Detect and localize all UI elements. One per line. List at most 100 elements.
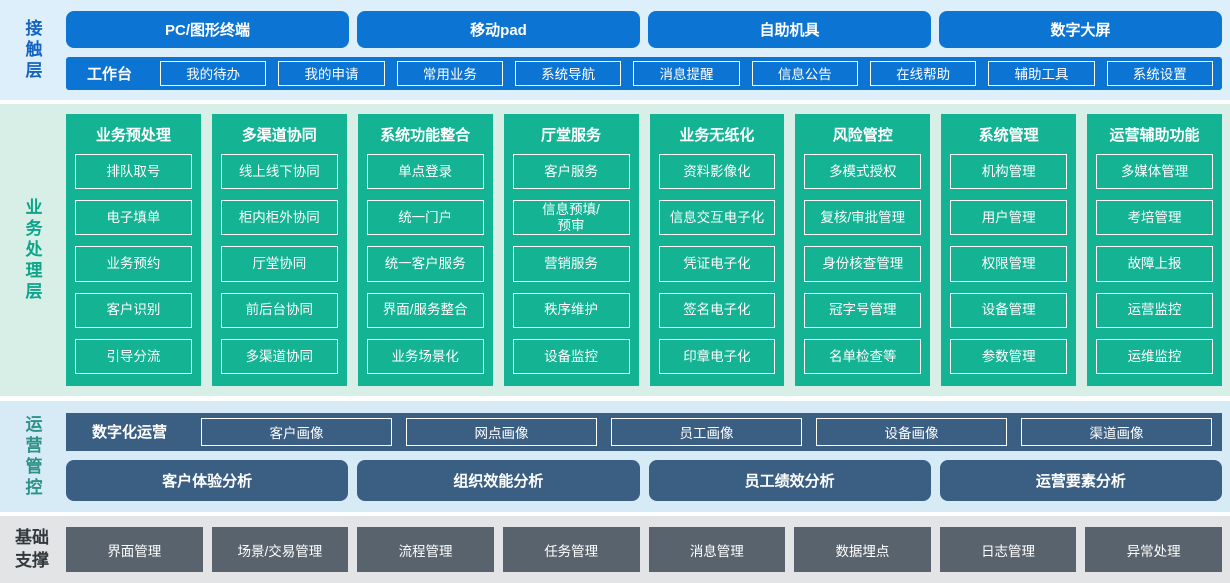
process-item: 界面/服务整合 (366, 292, 484, 328)
process-item: 用户管理 (950, 200, 1068, 236)
process-item: 单点登录 (366, 154, 484, 190)
analysis-row: 客户体验分析 组织效能分析 员工绩效分析 运营要素分析 (66, 459, 1222, 501)
device-digital-screen: 数字大屏 (939, 10, 1222, 48)
layer-ops-content: 数字化运营 客户画像 网点画像 员工画像 设备画像 渠道画像 客户体验分析 组织… (64, 401, 1230, 512)
process-item: 统一门户 (366, 200, 484, 236)
process-column-multichannel: 多渠道协同 线上线下协同 柜内柜外协同 厅堂协同 前后台协同 多渠道协同 (211, 114, 347, 386)
process-column-title: 业务无纸化 (679, 127, 755, 144)
process-item: 线上线下协同 (220, 154, 338, 190)
workbench-bar: 工作台 我的待办 我的申请 常用业务 系统导航 消息提醒 信息公告 在线帮助 辅… (66, 56, 1222, 90)
base-data-tracking: 数据埋点 (794, 527, 931, 572)
process-item: 引导分流 (75, 338, 192, 375)
process-item: 业务预约 (75, 246, 192, 282)
process-item: 统一客户服务 (366, 246, 484, 282)
workbench-label: 工作台 (87, 65, 133, 83)
base-log-management: 日志管理 (939, 527, 1077, 572)
analysis-customer-experience: 客户体验分析 (66, 459, 349, 501)
process-column-items: 多媒体管理 考培管理 故障上报 运营监控 运维监控 (1096, 154, 1213, 375)
layer-touch-content: PC/图形终端 移动pad 自助机具 数字大屏 工作台 我的待办 我的申请 常用… (64, 0, 1230, 100)
process-item: 名单检查等 (804, 338, 922, 375)
base-interface-management: 界面管理 (66, 527, 203, 572)
portrait-customer: 客户画像 (201, 417, 393, 446)
base-workflow-management: 流程管理 (357, 527, 494, 572)
layer-ops-label: 运营管控 (22, 414, 42, 499)
process-item: 凭证电子化 (658, 246, 776, 282)
device-row: PC/图形终端 移动pad 自助机具 数字大屏 (66, 10, 1222, 48)
device-self-service-machine: 自助机具 (648, 10, 931, 48)
analysis-operation-elements: 运营要素分析 (939, 459, 1222, 501)
process-item: 柜内柜外协同 (220, 200, 338, 236)
digital-operation-label: 数字化运营 (92, 424, 168, 441)
process-item: 多媒体管理 (1096, 154, 1213, 190)
process-column-items: 资料影像化 信息交互电子化 凭证电子化 签名电子化 印章电子化 (658, 154, 776, 375)
process-item: 设备管理 (950, 292, 1068, 328)
process-item: 参数管理 (950, 338, 1068, 375)
process-item: 前后台协同 (220, 292, 338, 328)
process-item: 营销服务 (512, 246, 630, 282)
layer-process-label-col: 业务处理层 (0, 104, 64, 396)
workbench-item-my-todo: 我的待办 (160, 60, 267, 86)
layer-touch-label-col: 接触层 (0, 0, 64, 100)
workbench-item-info-announcement: 信息公告 (751, 60, 858, 86)
process-item: 排队取号 (75, 154, 192, 190)
layer-process-content: 业务预处理 排队取号 电子填单 业务预约 客户识别 引导分流 多渠道协同 线上线… (64, 104, 1230, 396)
process-item: 客户识别 (75, 292, 192, 328)
process-item: 多模式授权 (804, 154, 922, 190)
workbench-item-online-help: 在线帮助 (869, 60, 977, 86)
process-item: 电子填单 (75, 200, 192, 236)
process-item: 信息交互电子化 (658, 200, 776, 236)
process-item: 运营监控 (1096, 292, 1213, 328)
digital-operation-bar: 数字化运营 客户画像 网点画像 员工画像 设备画像 渠道画像 (66, 412, 1222, 451)
process-column-items: 线上线下协同 柜内柜外协同 厅堂协同 前后台协同 多渠道协同 (220, 154, 338, 375)
process-column-title: 系统功能整合 (380, 127, 471, 144)
process-column-lobby-service: 厅堂服务 客户服务 信息预填/ 预审 营销服务 秩序维护 设备监控 (503, 114, 639, 386)
process-column-title: 运营辅助功能 (1109, 127, 1200, 144)
process-item: 资料影像化 (658, 154, 776, 190)
process-item: 业务场景化 (366, 338, 484, 375)
layer-ops-label-col: 运营管控 (0, 401, 64, 512)
layer-ops: 运营管控 数字化运营 客户画像 网点画像 员工画像 设备画像 渠道画像 客户体验… (0, 401, 1230, 512)
analysis-employee-performance: 员工绩效分析 (648, 459, 931, 501)
process-item: 设备监控 (512, 338, 630, 375)
workbench-item-message-reminder: 消息提醒 (633, 60, 740, 86)
process-column-items: 单点登录 统一门户 统一客户服务 界面/服务整合 业务场景化 (366, 154, 484, 375)
process-column-system-integration: 系统功能整合 单点登录 统一门户 统一客户服务 界面/服务整合 业务场景化 (357, 114, 493, 386)
portrait-employee: 员工画像 (611, 417, 803, 446)
workbench-item-system-settings: 系统设置 (1106, 60, 1213, 86)
layer-touch-label: 接触层 (22, 18, 42, 82)
process-item: 运维监控 (1096, 338, 1213, 375)
process-column-paperless: 业务无纸化 资料影像化 信息交互电子化 凭证电子化 签名电子化 印章电子化 (649, 114, 785, 386)
base-task-management: 任务管理 (502, 527, 640, 572)
portrait-device: 设备画像 (816, 417, 1008, 446)
layer-base-content: 界面管理 场景/交易管理 流程管理 任务管理 消息管理 数据埋点 日志管理 异常… (64, 527, 1230, 572)
process-column-items: 客户服务 信息预填/ 预审 营销服务 秩序维护 设备监控 (512, 154, 630, 375)
layer-base: 基础 支撑 界面管理 场景/交易管理 流程管理 任务管理 消息管理 数据埋点 日… (0, 516, 1230, 583)
process-column-title: 厅堂服务 (541, 127, 602, 144)
layer-process-label: 业务处理层 (22, 197, 42, 303)
base-exception-handling: 异常处理 (1085, 527, 1222, 572)
process-item: 权限管理 (950, 246, 1068, 282)
process-item: 厅堂协同 (220, 246, 338, 282)
process-column-items: 多模式授权 复核/审批管理 身份核查管理 冠字号管理 名单检查等 (804, 154, 922, 375)
process-item: 多渠道协同 (220, 338, 338, 375)
workbench-item-auxiliary-tools: 辅助工具 (988, 60, 1095, 86)
process-item: 签名电子化 (658, 292, 776, 328)
process-item: 故障上报 (1096, 246, 1213, 282)
process-column-items: 排队取号 电子填单 业务预约 客户识别 引导分流 (75, 154, 192, 375)
base-message-management: 消息管理 (648, 527, 786, 572)
process-item: 信息预填/ 预审 (512, 200, 630, 236)
process-item: 复核/审批管理 (804, 200, 922, 236)
layer-touch: 接触层 PC/图形终端 移动pad 自助机具 数字大屏 工作台 我的待办 我的申… (0, 0, 1230, 100)
layer-base-label-col: 基础 支撑 (0, 527, 64, 571)
workbench-item-system-navigation: 系统导航 (515, 60, 622, 86)
layer-process: 业务处理层 业务预处理 排队取号 电子填单 业务预约 客户识别 引导分流 多渠道… (0, 104, 1230, 396)
process-item: 秩序维护 (512, 292, 630, 328)
device-pc-terminal: PC/图形终端 (66, 10, 349, 48)
process-item: 身份核查管理 (804, 246, 922, 282)
portrait-channel: 渠道画像 (1021, 417, 1213, 446)
layer-base-label: 基础 支撑 (15, 528, 49, 570)
analysis-organization-efficiency: 组织效能分析 (357, 459, 640, 501)
process-column-title: 业务预处理 (95, 127, 171, 144)
process-item: 印章电子化 (658, 338, 776, 375)
